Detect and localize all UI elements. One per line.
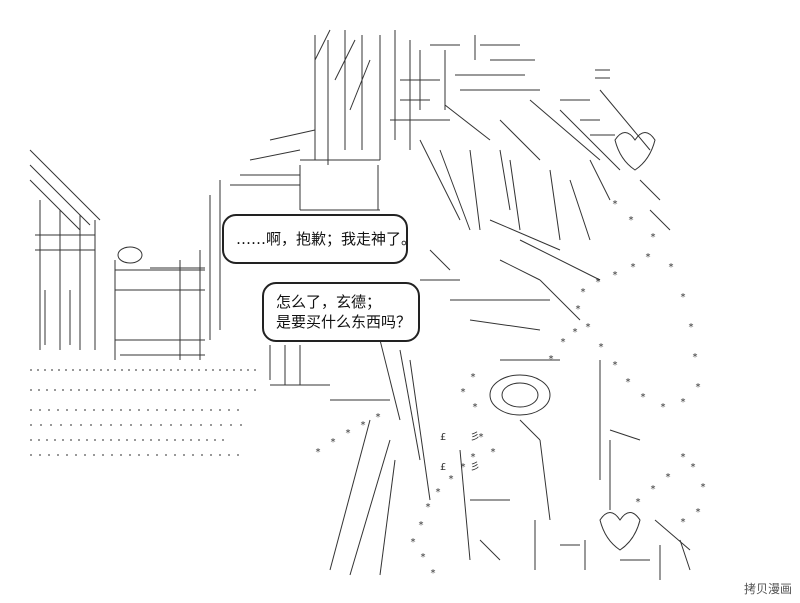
svg-text:*: * bbox=[695, 382, 701, 393]
svg-text:*: * bbox=[625, 377, 631, 388]
svg-text:*: * bbox=[410, 537, 416, 548]
speech-bubble-2-line-1: 怎么了，玄德； bbox=[276, 293, 382, 311]
svg-text:*: * bbox=[690, 462, 696, 473]
svg-text:*: * bbox=[560, 337, 566, 348]
sparkle-trail: * * * * * * * * * * * * * * * * * * * * * * * * * * * * * *… bbox=[315, 199, 706, 579]
svg-text:*: * bbox=[635, 497, 641, 508]
svg-text:*: * bbox=[598, 342, 604, 353]
speech-bubble-1: ……啊，抱歉；我走神了。 bbox=[222, 214, 417, 264]
svg-text:*: * bbox=[472, 402, 478, 413]
svg-text:*: * bbox=[360, 420, 366, 431]
svg-text:*: * bbox=[630, 262, 636, 273]
svg-text:*: * bbox=[665, 472, 671, 483]
svg-text:*: * bbox=[448, 474, 454, 485]
speech-bubble-2-line-2: 是要买什么东西吗？ bbox=[276, 313, 412, 331]
svg-text:*: * bbox=[425, 502, 431, 513]
svg-text:*: * bbox=[612, 270, 618, 281]
svg-text:*: * bbox=[470, 372, 476, 383]
svg-text:*: * bbox=[435, 487, 441, 498]
svg-text:£: £ bbox=[440, 462, 446, 473]
svg-text:*: * bbox=[460, 462, 466, 473]
svg-text:£: £ bbox=[440, 432, 446, 443]
svg-text:*: * bbox=[478, 432, 484, 443]
svg-text:*: * bbox=[680, 452, 686, 463]
svg-text:*: * bbox=[572, 327, 578, 338]
svg-text:*: * bbox=[650, 232, 656, 243]
svg-text:*: * bbox=[330, 437, 336, 448]
svg-text:*: * bbox=[628, 215, 634, 226]
svg-text:彡: 彡 bbox=[470, 462, 480, 473]
svg-text:*: * bbox=[700, 482, 706, 493]
svg-text:*: * bbox=[680, 397, 686, 408]
svg-text:*: * bbox=[345, 428, 351, 439]
svg-text:彡: 彡 bbox=[470, 432, 480, 443]
svg-text:*: * bbox=[375, 412, 381, 423]
svg-text:*: * bbox=[585, 322, 591, 333]
svg-text:*: * bbox=[490, 447, 496, 458]
svg-text:*: * bbox=[640, 392, 646, 403]
ascii-art-background bbox=[29, 29, 691, 580]
speech-bubble-2: 怎么了，玄德； 是要买什么东西吗？ bbox=[262, 282, 420, 342]
watermark: 拷贝漫画 bbox=[743, 582, 792, 596]
speech-bubble-1-line-1: ……啊，抱歉；我走神了。 bbox=[236, 230, 417, 248]
svg-text:*: * bbox=[548, 354, 554, 365]
svg-text:*: * bbox=[470, 452, 476, 463]
svg-text:*: * bbox=[692, 352, 698, 363]
svg-text:*: * bbox=[668, 262, 674, 273]
svg-text:*: * bbox=[660, 402, 666, 413]
svg-text:*: * bbox=[430, 568, 436, 579]
svg-text:*: * bbox=[575, 304, 581, 315]
svg-text:*: * bbox=[580, 287, 586, 298]
svg-text:*: * bbox=[695, 507, 701, 518]
svg-text:*: * bbox=[612, 360, 618, 371]
svg-text:*: * bbox=[418, 520, 424, 531]
svg-text:*: * bbox=[645, 252, 651, 263]
svg-text:*: * bbox=[460, 387, 466, 398]
svg-text:*: * bbox=[680, 517, 686, 528]
svg-text:*: * bbox=[680, 292, 686, 303]
svg-text:*: * bbox=[688, 322, 694, 333]
svg-text:*: * bbox=[612, 199, 618, 210]
svg-text:*: * bbox=[315, 447, 321, 458]
svg-text:*: * bbox=[420, 552, 426, 563]
svg-text:*: * bbox=[595, 277, 601, 288]
svg-text:*: * bbox=[650, 484, 656, 495]
